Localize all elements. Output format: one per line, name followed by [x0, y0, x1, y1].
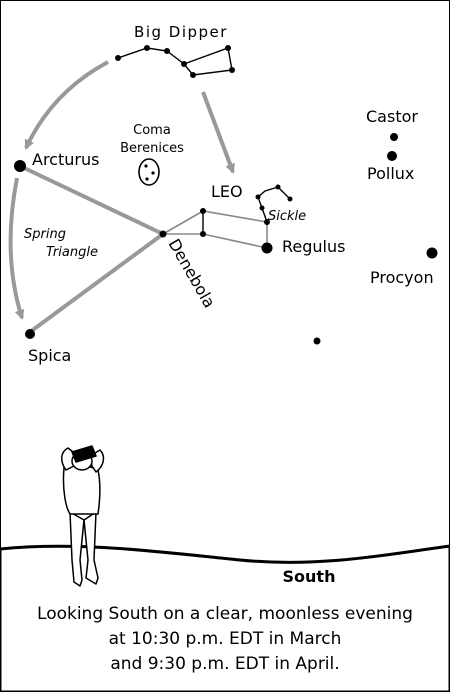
leo-label: LEO	[211, 182, 243, 201]
arc-to-arcturus-arrow	[24, 60, 109, 150]
castor-label: Castor	[366, 107, 418, 126]
procyon-label: Procyon	[370, 268, 434, 287]
sickle-label: Sickle	[268, 209, 306, 224]
spring-label: Spring	[24, 227, 66, 242]
arcturus-star	[14, 160, 26, 172]
procyon-star	[426, 247, 438, 259]
castor-star	[390, 133, 398, 141]
berenices-label: Berenices	[120, 141, 184, 156]
coma-berenices-cluster	[138, 158, 160, 186]
spring-triangle-lines	[19, 164, 165, 334]
caption-line-2: at 10:30 p.m. EDT in March	[109, 629, 342, 649]
arcturus-label: Arcturus	[32, 150, 99, 169]
spica-star	[25, 329, 35, 339]
regulus-star	[261, 242, 273, 254]
arc-to-spica-arrow	[8, 177, 25, 320]
caption-line-1: Looking South on a clear, moonless eveni…	[37, 604, 413, 624]
triangle-label: Triangle	[46, 245, 98, 260]
big-dipper-label: Big Dipper	[134, 23, 228, 41]
denebola-star	[159, 230, 167, 238]
caption-line-3: and 9:30 p.m. EDT in April.	[110, 654, 339, 674]
leo-figure	[162, 184, 293, 249]
pointer-to-leo-arrow	[201, 91, 235, 174]
denebola-label: Denebola	[165, 236, 220, 312]
spica-label: Spica	[28, 346, 71, 365]
observer-figure	[61, 445, 105, 587]
big-dipper-figure	[115, 45, 235, 78]
south-direction-label: South	[283, 567, 336, 586]
pollux-label: Pollux	[367, 164, 414, 183]
coma-label: Coma	[133, 123, 171, 138]
pollux-star	[387, 151, 397, 161]
regulus-label: Regulus	[282, 237, 345, 256]
unnamed-star	[313, 337, 321, 345]
